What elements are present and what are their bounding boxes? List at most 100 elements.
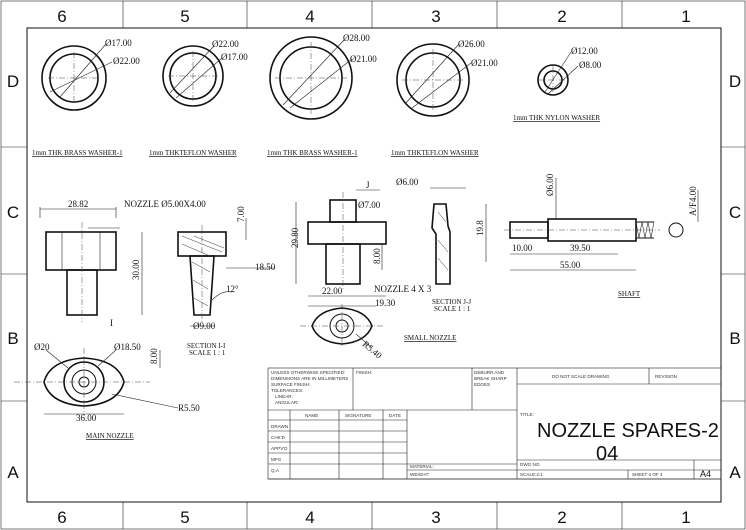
zone-col-4-top: 4: [305, 7, 314, 26]
section-j-scale: SCALE 1 : 1: [434, 305, 471, 313]
tb-col-name: NAME: [305, 413, 318, 418]
zone-col-1-bottom: 1: [681, 508, 690, 527]
small-nozzle-top-view: 19.30 R5.40: [300, 298, 396, 361]
drawing-size: A4: [700, 469, 711, 479]
tb-row-qa: Q.A: [271, 468, 280, 473]
small-nozzle-width-dim: 22.00: [322, 286, 343, 296]
washer-2: Ø22.00 Ø17.00: [162, 39, 248, 107]
tb-revision: REVISION: [655, 374, 677, 379]
small-nozzle-body-dim: 8.00: [372, 248, 382, 264]
tb-finish: FINISH:: [356, 370, 372, 375]
section-i-scale: SCALE 1 : 1: [189, 349, 226, 357]
tb-deburr-0: DEBURR AND: [474, 370, 505, 375]
washer-2-outer-dim: Ø22.00: [212, 39, 239, 49]
washer-4: Ø26.00 Ø21.00: [396, 39, 498, 117]
main-nozzle-width-dim: 28.82: [68, 199, 88, 209]
section-i-bore-dim: Ø9.00: [193, 321, 216, 331]
washer-5-outer-dim: Ø12.00: [571, 46, 598, 56]
shaft-step-dim: 10.00: [512, 243, 533, 253]
inner-frame: [26, 27, 722, 503]
main-nozzle-outer-dia-dim: Ø20: [34, 342, 50, 352]
main-nozzle-top-view: Ø20 Ø18.50 8.00 R5.50 36.00: [14, 342, 200, 423]
small-nozzle-marker: J: [366, 180, 370, 190]
zone-col-3-bottom: 3: [431, 508, 440, 527]
section-j-dia-dim: Ø6.00: [396, 177, 419, 187]
washer-5-inner-dim: Ø8.00: [579, 60, 602, 70]
shaft-body-dim: 39.50: [570, 243, 591, 253]
tb-weight: WEIGHT:: [410, 472, 429, 477]
tb-note-2: SURFACE FINISH:: [271, 382, 310, 387]
tb-deburr-1: BREAK SHARP: [474, 376, 507, 381]
small-nozzle-height-dim: 29.80: [290, 227, 300, 248]
drawing-number: 04: [596, 443, 618, 465]
small-nozzle-side-view: J Ø7.00 29.80 8.00 22.00 NOZZLE 4 X 3: [290, 180, 432, 297]
washer-1-outer-dim: Ø22.00: [113, 56, 140, 66]
washer-1: Ø17.00 Ø22.00: [41, 38, 140, 111]
main-nozzle-radius-dim: R5.50: [178, 403, 200, 413]
washer-1-label: 1mm THK BRASS WASHER-1: [32, 149, 123, 157]
small-nozzle-tip-dia-dim: Ø7.00: [358, 200, 381, 210]
shaft-overall-dim: 55.00: [560, 260, 581, 270]
small-nozzle-radius-dim: R5.40: [361, 339, 384, 361]
small-nozzle-label: SMALL NOZZLE: [404, 334, 456, 342]
washer-2-label: 1mm THKTEFLON WASHER: [149, 149, 237, 157]
section-i-top-dim: 7.00: [236, 206, 246, 222]
zone-col-2-bottom: 2: [557, 508, 566, 527]
zone-col-1-top: 1: [681, 7, 690, 26]
section-i-title: SECTION I-I: [187, 342, 226, 350]
tb-note-0: UNLESS OTHERWISE SPECIFIED:: [271, 370, 345, 375]
zone-col-2-top: 2: [557, 7, 566, 26]
zone-col-5-bottom: 5: [180, 508, 189, 527]
washer-3-label: 1mm THK BRASS WASHER-1: [267, 149, 358, 157]
zone-row-d-left: D: [7, 72, 19, 91]
zone-col-6-top: 6: [57, 7, 66, 26]
zone-col-5-top: 5: [180, 7, 189, 26]
washer-4-label: 1mm THKTEFLON WASHER: [391, 149, 479, 157]
tb-note-5: ANGULAR:: [275, 400, 299, 405]
washer-4-outer-dim: Ø26.00: [458, 39, 485, 49]
zone-row-d-right: D: [729, 72, 741, 91]
shaft-label: SHAFT: [618, 290, 641, 298]
main-nozzle-thread-note: NOZZLE Ø5.00X4.00: [124, 199, 206, 209]
main-nozzle-label: MAIN NOZZLE: [86, 432, 134, 440]
zone-col-4-bottom: 4: [305, 508, 314, 527]
small-nozzle-section-j-j: Ø6.00 19.8 SECTION J-J SCALE 1 : 1: [396, 177, 487, 313]
main-nozzle-section-i-i: 7.00 18.50 12° Ø9.00 SECTION I-I SCALE 1…: [177, 206, 276, 357]
tb-sheet: SHEET 4 OF 4: [632, 472, 663, 477]
section-i-angle-dim: 12°: [226, 284, 239, 294]
tb-row-drawn: DRAWN: [271, 424, 288, 429]
tb-row-chkd: CHK'D: [271, 435, 286, 440]
tb-note-4: LINEAR:: [275, 394, 293, 399]
main-nozzle-inner-dia-dim: Ø18.50: [114, 342, 141, 352]
title-block-grid: [267, 367, 722, 480]
shaft-dia-dim: Ø6.00: [545, 173, 555, 196]
main-nozzle-section-marker: I: [110, 318, 113, 328]
tb-row-appvd: APPV'D: [271, 446, 288, 451]
zone-row-c-left: C: [7, 203, 19, 222]
section-j-title: SECTION J-J: [432, 298, 471, 306]
zone-row-a-left: A: [7, 463, 19, 482]
small-nozzle-span-dim: 19.30: [375, 298, 396, 308]
main-nozzle-flat-dim: 8.00: [149, 348, 159, 364]
washer-2-inner-dim: Ø17.00: [221, 52, 248, 62]
zone-row-a-right: A: [729, 463, 741, 482]
tb-title-label: TITLE:: [520, 412, 534, 417]
washer-5-label: 1mm THK NYLON WASHER: [513, 114, 600, 122]
zone-col-6-bottom: 6: [57, 508, 66, 527]
tb-row-mfg: MFG: [271, 457, 282, 462]
small-nozzle-thread-note: NOZZLE 4 X 3: [374, 284, 432, 294]
washer-3: Ø28.00 Ø21.00: [269, 33, 377, 120]
zone-row-c-right: C: [729, 203, 741, 222]
washer-3-inner-dim: Ø21.00: [350, 54, 377, 64]
washer-4-inner-dim: Ø21.00: [471, 58, 498, 68]
shaft-view: Ø6.00 10.00 39.50 55.00 A/F4.00: [504, 173, 699, 271]
main-nozzle-span-dim: 36.00: [76, 413, 97, 423]
tb-note-3: TOLERANCES:: [271, 388, 303, 393]
tb-deburr-2: EDGES: [474, 382, 490, 387]
zone-row-b-left: B: [7, 329, 18, 348]
drawing-title: NOZZLE SPARES-2: [537, 420, 719, 442]
